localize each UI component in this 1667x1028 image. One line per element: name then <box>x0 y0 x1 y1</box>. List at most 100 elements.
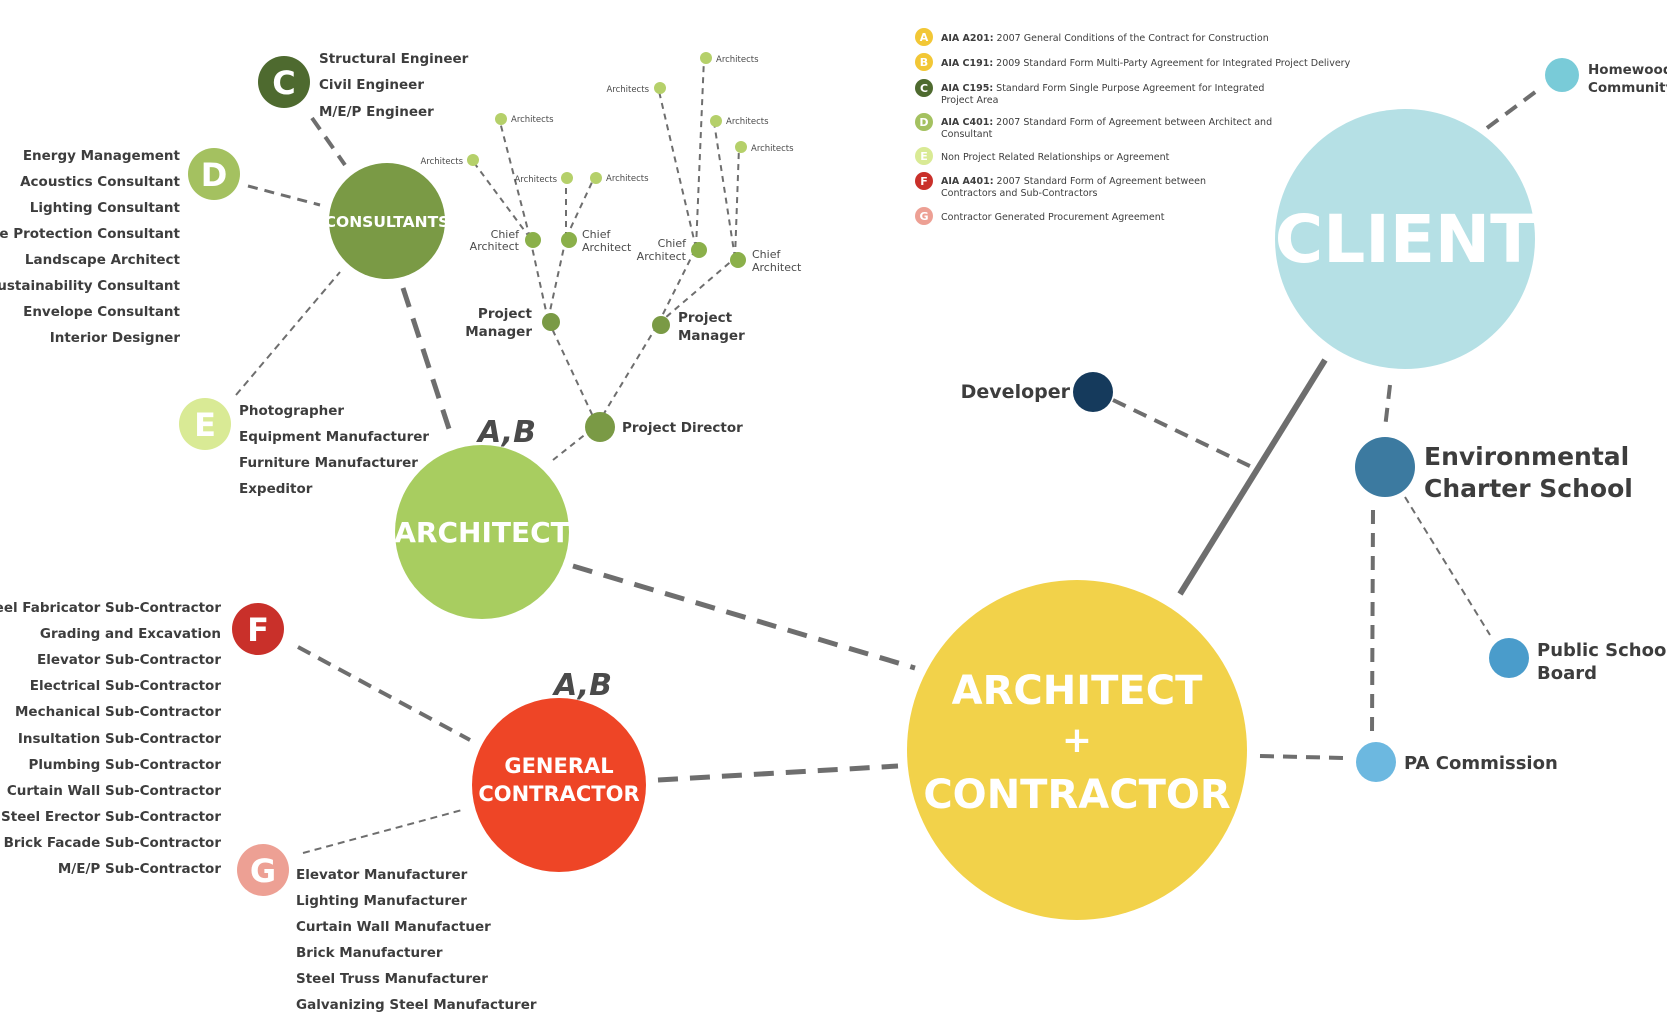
architect-node[interactable]: ARCHITECT <box>394 445 570 619</box>
list-item: Electrical Sub-Contractor <box>30 678 222 694</box>
gc-to-ac-line <box>657 763 899 783</box>
svg-text:Architects: Architects <box>726 117 769 127</box>
list-item: Elevator Sub-Contractor <box>37 652 221 668</box>
list-item: Mechanical Sub-Contractor <box>15 704 221 720</box>
environmental-school-node[interactable]: Environmental Charter School <box>1355 437 1633 503</box>
homewood-label-line2: Community <box>1588 80 1667 96</box>
architect-tree-connectors <box>471 57 740 461</box>
architects-leaf[interactable]: Architects <box>606 82 666 95</box>
board-label-line1: Public School <box>1537 640 1667 661</box>
svg-text:Architects: Architects <box>606 174 649 184</box>
svg-text:AIA C191: 2009 Standard Form M: AIA C191: 2009 Standard Form Multi-Party… <box>941 58 1351 69</box>
school-label-line2: Charter School <box>1424 474 1633 503</box>
svg-text:AIA A201: 2007 General Conditi: AIA A201: 2007 General Conditions of the… <box>941 33 1269 44</box>
architect-contractor-node[interactable]: ARCHITECT + CONTRACTOR <box>907 580 1247 920</box>
c-badge-to-consultants-line <box>310 116 347 167</box>
list-item: Curtain Wall Manufactuer <box>296 919 491 935</box>
list-item: Grading and Excavation <box>40 626 221 642</box>
list-item: Acoustics Consultant <box>20 174 180 190</box>
architect-to-ac-line <box>572 563 916 671</box>
project-manager-left-node[interactable]: Project Manager <box>465 306 560 340</box>
client-label: CLIENT <box>1275 201 1535 278</box>
project-director-label: Project Director <box>622 420 743 436</box>
list-item: Sustainability Consultant <box>0 278 181 294</box>
g-list: Elevator Manufacturer Lighting Manufactu… <box>296 867 537 1013</box>
svg-text:Architects: Architects <box>716 55 759 65</box>
architects-leaf[interactable]: Architects <box>420 154 479 167</box>
architect-label: ARCHITECT <box>394 516 570 549</box>
list-item: Furniture Manufacturer <box>239 455 418 471</box>
architects-leaf[interactable]: Architects <box>590 172 649 184</box>
consultants-node[interactable]: CONSULTANTS <box>325 163 450 279</box>
homewood-label-line1: Homewood <box>1588 62 1667 78</box>
badge-f: F <box>232 603 284 655</box>
list-item: Galvanizing Steel Manufacturer <box>296 997 537 1013</box>
ac-label-line3: CONTRACTOR <box>923 772 1230 818</box>
chief-architect-3-node[interactable]: Chief Architect <box>637 237 707 263</box>
svg-text:Architects: Architects <box>420 157 463 167</box>
chief-architect-2-node[interactable]: Chief Architect <box>561 228 632 254</box>
svg-text:A: A <box>920 31 929 44</box>
svg-text:Architect: Architect <box>637 250 687 263</box>
f-badge-to-gc-line <box>297 645 471 742</box>
svg-text:C: C <box>272 64 295 102</box>
svg-text:Architect: Architect <box>582 241 632 254</box>
svg-text:D: D <box>201 156 228 194</box>
svg-text:Project Area: Project Area <box>941 95 998 106</box>
list-item: Curtain Wall Sub-Contractor <box>7 783 221 799</box>
consultants-to-architect-line <box>400 287 455 439</box>
pa-commission-node[interactable]: PA Commission <box>1356 742 1558 782</box>
svg-text:G: G <box>250 852 276 890</box>
chief-architect-4-node[interactable]: Chief Architect <box>730 248 802 274</box>
svg-text:E: E <box>920 150 928 163</box>
svg-text:Project: Project <box>678 310 733 326</box>
svg-text:Contractors and Sub-Contractor: Contractors and Sub-Contractors <box>941 188 1098 199</box>
project-manager-right-node[interactable]: Project Manager <box>652 310 745 344</box>
pa-commission-label: PA Commission <box>1404 753 1558 774</box>
d-list: Energy Management Acoustics Consultant L… <box>0 148 181 346</box>
architects-leaf[interactable]: Architects <box>495 113 554 125</box>
chief-architect-1-node[interactable]: Chief Architect <box>470 228 541 253</box>
public-school-board-node[interactable]: Public School Board <box>1489 638 1667 684</box>
architects-leaf[interactable]: Architects <box>514 172 573 185</box>
legend: A AIA A201: 2007 General Conditions of t… <box>915 28 1351 225</box>
e-list: Photographer Equipment Manufacturer Furn… <box>239 403 429 497</box>
svg-text:B: B <box>920 56 928 69</box>
connectors <box>235 57 1540 854</box>
c-list: Structural Engineer Civil Engineer M/E/P… <box>319 51 469 120</box>
list-item: Equipment Manufacturer <box>239 429 429 445</box>
svg-text:Architect: Architect <box>752 261 802 274</box>
homewood-node[interactable]: Homewood Community <box>1545 58 1667 96</box>
list-item: Structural Engineer <box>319 51 469 67</box>
architects-leaf[interactable]: Architects <box>700 52 759 65</box>
svg-text:Architect: Architect <box>470 240 520 253</box>
client-node[interactable]: CLIENT <box>1275 109 1535 369</box>
svg-text:AIA A401: 2007 Standard Form o: AIA A401: 2007 Standard Form of Agreemen… <box>941 176 1206 187</box>
project-director-node[interactable]: Project Director <box>585 412 743 442</box>
svg-text:Architects: Architects <box>606 85 649 95</box>
f-list: Steel Fabricator Sub-Contractor Grading … <box>0 600 221 877</box>
svg-text:Manager: Manager <box>678 328 745 344</box>
svg-text:Contractor Generated Procureme: Contractor Generated Procurement Agreeme… <box>941 212 1165 223</box>
client-to-school-line <box>1383 384 1392 429</box>
svg-text:Architects: Architects <box>751 144 794 154</box>
badge-e: E <box>179 398 231 450</box>
school-to-board-line <box>1404 496 1491 636</box>
architect-ab-label: A,B <box>476 415 536 450</box>
svg-text:F: F <box>247 611 269 649</box>
architects-leaf[interactable]: Architects <box>735 141 794 154</box>
badge-g: G <box>237 844 289 896</box>
svg-text:AIA C195: Standard Form Single: AIA C195: Standard Form Single Purpose A… <box>941 83 1264 94</box>
developer-node[interactable]: Developer <box>961 372 1113 412</box>
legend-item-e: E Non Project Related Relationships or A… <box>915 147 1170 165</box>
list-item: Lighting Manufacturer <box>296 893 467 909</box>
list-item: Plumbing Sub-Contractor <box>29 757 222 773</box>
general-contractor-node[interactable]: GENERAL CONTRACTOR <box>472 698 646 872</box>
list-item: M/E/P Sub-Contractor <box>58 861 221 877</box>
list-item: Interior Designer <box>50 330 181 346</box>
svg-text:Chief: Chief <box>752 248 781 261</box>
ac-to-pa-line <box>1259 754 1346 760</box>
architects-leaf[interactable]: Architects <box>710 115 769 127</box>
